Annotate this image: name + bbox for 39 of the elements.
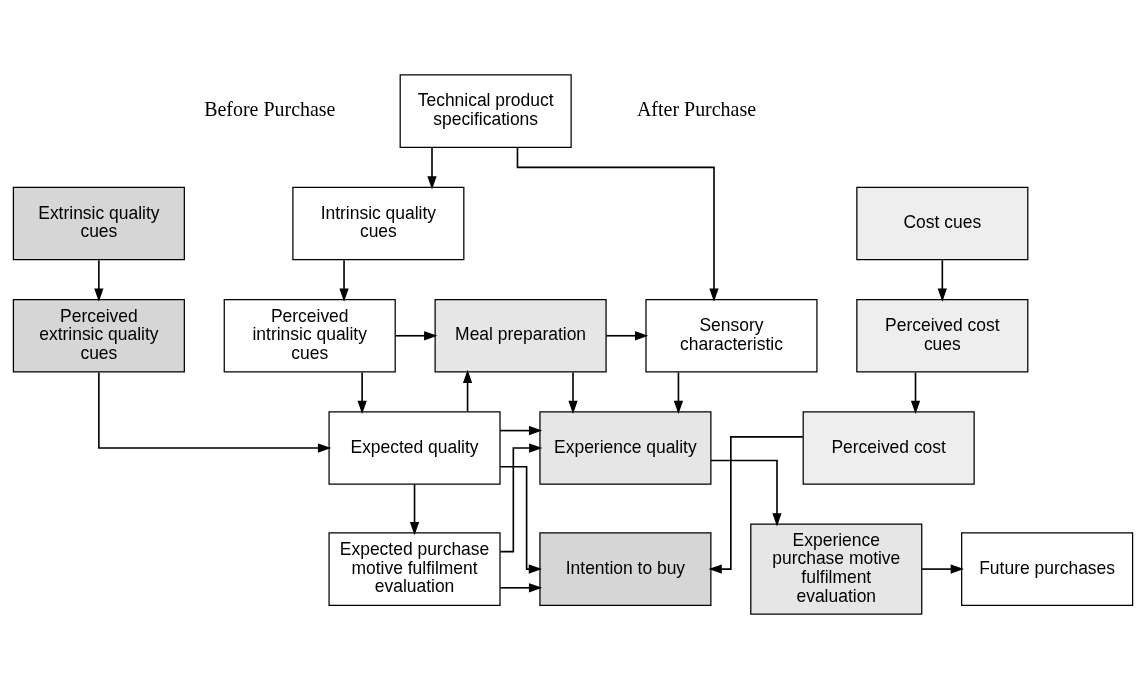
- node-box: Experience purchase motive fulfilment evaluation: [750, 523, 923, 615]
- arrow: [921, 563, 964, 574]
- node-box: Future purchases: [961, 531, 1134, 606]
- arrow: [710, 459, 782, 526]
- arrow: [568, 371, 578, 414]
- arrow: [673, 371, 684, 414]
- node-box: Intrinsic quality cues: [292, 186, 465, 260]
- node-box: Technical product specifications: [399, 73, 572, 148]
- node-box: Sensory characteristic: [645, 298, 818, 373]
- node-box: Perceived intrinsic quality cues: [223, 298, 396, 373]
- arrow: [708, 435, 804, 574]
- arrow: [516, 146, 719, 302]
- node-box: Meal preparation: [434, 298, 607, 373]
- node-box: Extrinsic quality cues: [12, 186, 185, 260]
- arrow: [910, 371, 921, 414]
- arrow: [427, 146, 437, 189]
- node-box: Expected purchase motive fulfilment evaluation: [328, 531, 501, 606]
- node-box: Cost cues: [856, 186, 1029, 260]
- arrow: [499, 465, 542, 574]
- label: Before Purchase: [204, 97, 336, 120]
- arrow: [499, 425, 543, 435]
- node-box: Perceived cost: [802, 410, 975, 485]
- label: After Purchase: [636, 97, 757, 120]
- arrow: [339, 258, 349, 302]
- node-box: Perceived extrinsic quality cues: [12, 298, 185, 373]
- arrow: [409, 483, 420, 535]
- arrow: [462, 369, 473, 412]
- arrow: [605, 330, 649, 340]
- node-box: Experience quality: [539, 410, 712, 485]
- arrow: [937, 258, 947, 302]
- arrow: [394, 330, 438, 340]
- node-box: Perceived cost cues: [856, 298, 1029, 373]
- arrow: [357, 371, 367, 414]
- node-box: Expected quality: [328, 410, 501, 485]
- arrow: [499, 582, 543, 592]
- arrow: [94, 258, 104, 302]
- arrow: [98, 371, 332, 453]
- arrow: [499, 442, 543, 552]
- node-box: Intention to buy: [539, 531, 712, 606]
